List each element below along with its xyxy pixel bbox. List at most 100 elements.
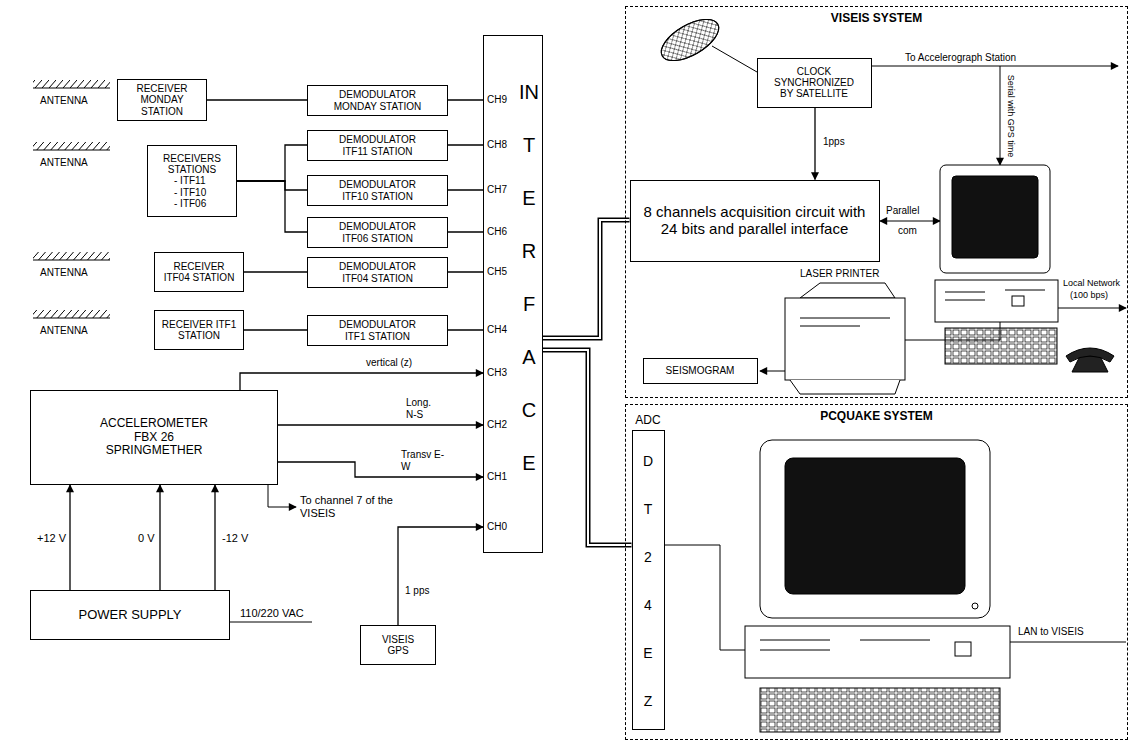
pcquake-computer [745,440,1010,732]
edge-label: +12 V [36,532,67,545]
serial-line [1000,66,1001,165]
text-label: Local Network [1063,278,1120,288]
accelerometer-box: ACCELEROMETER FBX 26 SPRINGMETHER [30,390,278,485]
box-label: RECEIVER ITF1 STATION [159,319,239,341]
viseis-computer [935,165,1058,364]
signal-connector [448,99,483,100]
satellite-dish [655,11,725,69]
accelerograph-line [872,66,1118,67]
signal-connector [237,181,307,232]
gps-box: VISEIS GPS [360,625,436,665]
pcquake-computer [760,440,990,618]
signal-connector [448,329,483,330]
box-label: POWER SUPPLY [78,608,181,623]
box-label: DEMODULATOR ITF11 STATION [328,134,428,156]
signal-connector [214,485,215,590]
vertical-label: DT24EZ [641,437,655,725]
signal-connector [814,108,815,180]
box-label: DEMODULATOR ITF06 STATION [328,221,428,243]
telephone [1066,348,1114,362]
antenna-symbol [33,142,110,150]
edge-label: Long. N-S [405,397,443,420]
bus-gap [543,350,632,545]
laser-printer [785,298,905,380]
telephone [1066,348,1114,372]
receiver-box: RECEIVER ITF1 STATION [154,310,244,350]
printout-arrow [760,371,785,372]
box-label: DEMODULATOR ITF04 STATION [328,261,428,283]
satellite-dish [655,11,725,69]
demodulator-box: DEMODULATOR ITF06 STATION [307,217,448,247]
clock-box: CLOCK SYNCHRONIZED BY SATELLITE [757,58,872,108]
interface-block: INTERFACE [483,35,543,553]
box-heading: ADC [633,413,664,427]
signal-connector [69,485,70,590]
text-label: ANTENNA [40,325,88,337]
box-label: VISEIS GPS [376,634,421,656]
signal-connector [448,144,483,145]
edge-label: 0 V [137,532,156,545]
text-label: LAN to VISEIS [1018,626,1084,638]
box-label: SEISMOGRAM [666,365,735,376]
viseis-computer [945,290,1045,300]
bus-connector [543,220,630,338]
signal-connector [240,373,483,390]
signal-connector [448,189,483,190]
box-label: RECEIVER ITF04 STATION [159,261,239,283]
antenna-symbol [33,88,110,89]
demodulator-box: DEMODULATOR ITF11 STATION [307,130,448,160]
edge-label: -12 V [221,532,249,545]
text-label: LASER PRINTER [800,268,879,280]
lan-line [1010,642,1126,643]
antenna-symbol [33,80,110,88]
edge-label: Transv E-W [400,449,448,472]
rotated-label: Serial with GPS time [1006,75,1016,158]
receiver-box: RECEIVER MONDAY STATION [117,79,207,121]
pcquake-computer [955,642,971,656]
laser-printer [785,283,905,394]
system-region: CLOCK SYNCHRONIZED BY SATELLITE 8 channel… [625,6,1128,398]
signal-connector [398,527,483,625]
signal-connector [278,462,483,477]
antenna-symbol [33,260,110,261]
signal-connector [237,145,307,181]
network-line [1058,308,1126,309]
viseis-computer [940,165,1050,273]
antenna-symbol [33,310,110,318]
text-label: (100 bps) [1070,290,1108,300]
region-heading: VISEIS SYSTEM [831,12,922,25]
laser-printer [800,318,890,326]
edge-label: 1pps [822,136,846,148]
acquisition-box: 8 channels acquisition circuit with 24 b… [630,180,880,262]
printer-cable [905,322,1000,340]
antenna-symbol [33,318,110,319]
signal-connector [207,99,307,100]
text-label: com [898,225,917,237]
adc-box: ADCDT24EZ [632,430,665,730]
signal-connector [244,329,307,330]
pcquake-computer [972,603,978,609]
viseis-computer [935,280,1058,322]
signal-connector [237,181,307,190]
antenna-symbol [33,80,110,318]
demodulator-box: DEMODULATOR ITF04 STATION [307,257,448,287]
text-label: To channel 7 of the VISEIS [300,494,425,519]
dish-cable [712,46,757,72]
edge-label: vertical (z) [365,357,413,369]
text-label: ANTENNA [40,95,88,107]
signal-connector [448,271,483,272]
laser-printer [790,380,900,394]
box-label: - ITF11 - ITF10 - ITF06 [174,175,210,209]
viseis-computer [1012,296,1024,306]
pcquake-computer [760,688,1000,732]
text-label: ANTENNA [40,157,88,169]
demodulator-box: DEMODULATOR ITF10 STATION [307,175,448,205]
box-label: 8 channels acquisition circuit with 24 b… [639,204,871,238]
receiver-box: RECEIVER ITF04 STATION [154,252,244,292]
region-heading: PCQUAKE SYSTEM [820,410,933,423]
text-label: ANTENNA [40,267,88,279]
adc-cable [665,545,745,650]
receiver-box: RECEIVERS STATIONS- ITF11 - ITF10 - ITF0… [147,145,237,217]
channel7-line [268,485,296,507]
